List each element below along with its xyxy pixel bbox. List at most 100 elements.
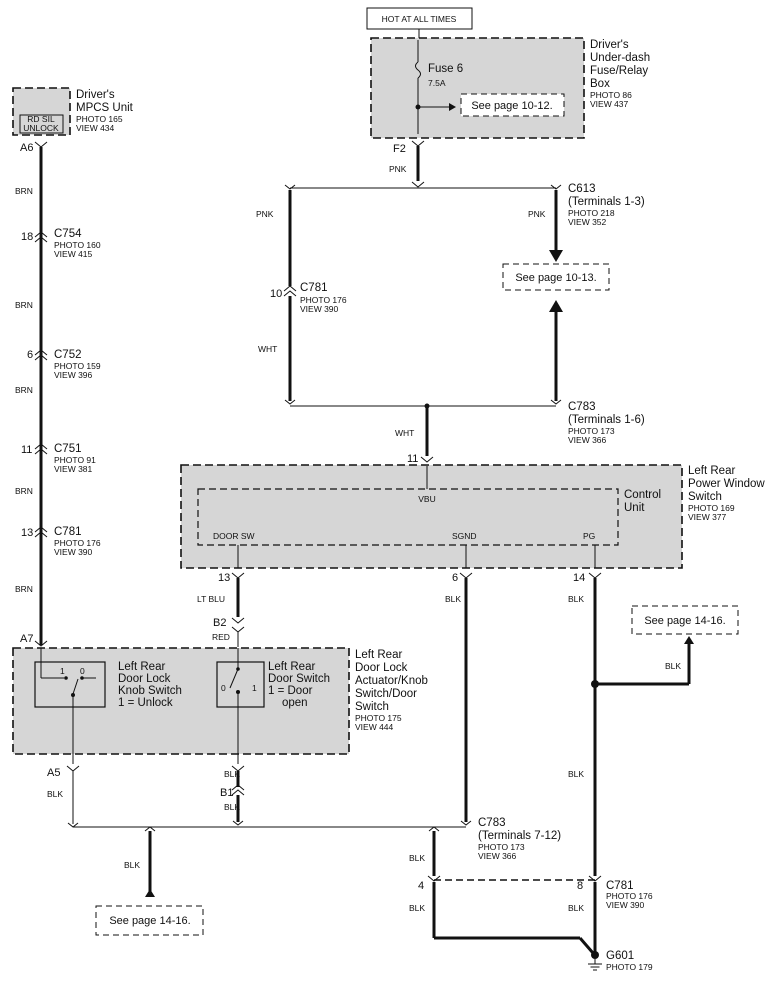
knob-switch-name-3: Knob Switch: [118, 685, 182, 697]
c613-name: C613: [568, 183, 596, 195]
lock-view: VIEW 444: [355, 722, 394, 732]
door-switch-box: [216, 661, 265, 708]
wire-color-brn: BRN: [15, 186, 33, 196]
door-switch-name-2: Door Switch: [268, 673, 330, 685]
lock-photo: PHOTO 175: [355, 713, 402, 723]
door-switch-n1: 1: [252, 683, 257, 693]
wire-color-blk: BLK: [568, 769, 584, 779]
see-page-14-16-link-left[interactable]: See page 14-16.: [109, 915, 190, 927]
c752-view: VIEW 396: [54, 370, 93, 380]
wire-color-blk: BLK: [445, 594, 461, 604]
fusebox-view: VIEW 437: [590, 99, 629, 109]
connector-c781-icon: [283, 285, 297, 292]
wire-color-lt-blu: LT BLU: [197, 594, 225, 604]
c783-bot-name: C783: [478, 817, 506, 829]
see-page-10-12-box[interactable]: [460, 93, 565, 117]
c783-top-terminals: (Terminals 1-6): [568, 414, 645, 426]
c754-photo: PHOTO 160: [54, 240, 101, 250]
wire-color-brn: BRN: [15, 486, 33, 496]
ground-icon: [588, 959, 602, 971]
c613-view: VIEW 352: [568, 217, 607, 227]
wire-color-brn: BRN: [15, 385, 33, 395]
fuse-6-label: Fuse 6: [428, 63, 463, 75]
g601-name: G601: [606, 950, 634, 962]
see-page-14-16-link-right[interactable]: See page 14-16.: [644, 615, 725, 627]
pw-pin-13: 13: [218, 572, 230, 584]
arrow-up-icon: [549, 300, 563, 312]
door-switch-name-1: Left Rear: [268, 661, 315, 673]
fusebox-name-2: Under-dash: [590, 52, 650, 64]
mpcs-inner-1: RD SIL: [27, 114, 55, 124]
knob-switch-blade-icon: [72, 678, 79, 695]
c783-top-name: C783: [568, 401, 596, 413]
see-page-10-13-link[interactable]: See page 10-13.: [515, 272, 596, 284]
door-switch-name-3: 1 = Door: [268, 685, 313, 697]
fuse-rating: 7.5A: [428, 78, 446, 88]
c781-bot-name: C781: [606, 880, 634, 892]
wire-color-blk: BLK: [568, 903, 584, 913]
wire-color-brn: BRN: [15, 300, 33, 310]
see-page-10-13-box[interactable]: [502, 263, 610, 291]
pw-pg: PG: [583, 531, 595, 541]
mpcs-name-1: Driver's: [76, 89, 115, 101]
ground-ref-icon: [684, 636, 694, 644]
lock-pin-a5: A5: [47, 767, 60, 779]
wire-color-red: RED: [212, 632, 230, 642]
wire-color-blk: BLK: [47, 789, 63, 799]
wire-color-pnk: PNK: [256, 209, 274, 219]
c781-bot-pin-8: 8: [577, 880, 583, 892]
c751-photo: PHOTO 91: [54, 455, 96, 465]
c781-left-name: C781: [54, 526, 82, 538]
see-page-14-16-box-left[interactable]: [95, 905, 204, 936]
fusebox-name-1: Driver's: [590, 39, 629, 51]
control-unit-1: Control: [624, 489, 661, 501]
wire-color-blk: BLK: [568, 594, 584, 604]
wire-color-pnk: PNK: [389, 164, 407, 174]
c751-view: VIEW 381: [54, 464, 93, 474]
lock-name-5: Switch: [355, 701, 389, 713]
arrow-down-icon: [549, 250, 563, 262]
lock-name-1: Left Rear: [355, 649, 402, 661]
g601-photo: PHOTO 179: [606, 962, 653, 972]
c781-mid-pin: 10: [270, 288, 282, 300]
wire-color-blk: BLK: [409, 853, 425, 863]
c781-mid-name: C781: [300, 282, 328, 294]
connector-f2-icon: [411, 140, 425, 147]
see-page-10-12-link[interactable]: See page 10-12.: [471, 100, 552, 112]
c781-left-pin: 13: [21, 527, 33, 539]
door-switch-blade-icon: [229, 668, 239, 689]
knob-switch-box: [34, 661, 106, 708]
door-switch-n0: 0: [221, 683, 226, 693]
c781-left-view: VIEW 390: [54, 547, 93, 557]
wire-color-pnk: PNK: [528, 209, 546, 219]
door-switch-name-4: open: [282, 697, 308, 709]
lock-pin-b1: B1: [220, 787, 233, 799]
pw-pin-6: 6: [452, 572, 458, 584]
c783-top-photo: PHOTO 173: [568, 426, 615, 436]
fuse-icon: [415, 61, 421, 79]
c783-bot-terminals: (Terminals 7-12): [478, 830, 561, 842]
pw-pin-11: 11: [407, 453, 418, 465]
knob-switch-name-4: 1 = Unlock: [118, 697, 173, 709]
c781-mid-view: VIEW 390: [300, 304, 339, 314]
c781-bot-view: VIEW 390: [606, 900, 645, 910]
knob-switch-n0: 0: [80, 666, 85, 676]
pw-view: VIEW 377: [688, 512, 727, 522]
mpcs-inner-2: UNLOCK: [23, 123, 59, 133]
c781-mid-photo: PHOTO 176: [300, 295, 347, 305]
pin-f2: F2: [393, 143, 406, 155]
wire-color-wht: WHT: [258, 344, 277, 354]
c781-bot-photo: PHOTO 176: [606, 891, 653, 901]
mpcs-view: VIEW 434: [76, 123, 115, 133]
pw-door-sw: DOOR SW: [213, 531, 255, 541]
c752-pin: 6: [27, 349, 33, 361]
c613-photo: PHOTO 218: [568, 208, 615, 218]
pw-sgnd: SGND: [452, 531, 477, 541]
knob-switch-n1: 1: [60, 666, 65, 676]
see-page-14-16-box-right[interactable]: [631, 605, 739, 635]
power-window-switch-box: [180, 464, 683, 569]
wire-color-blk: BLK: [224, 769, 240, 779]
mpcs-name-2: MPCS Unit: [76, 102, 134, 114]
c754-name: C754: [54, 228, 82, 240]
